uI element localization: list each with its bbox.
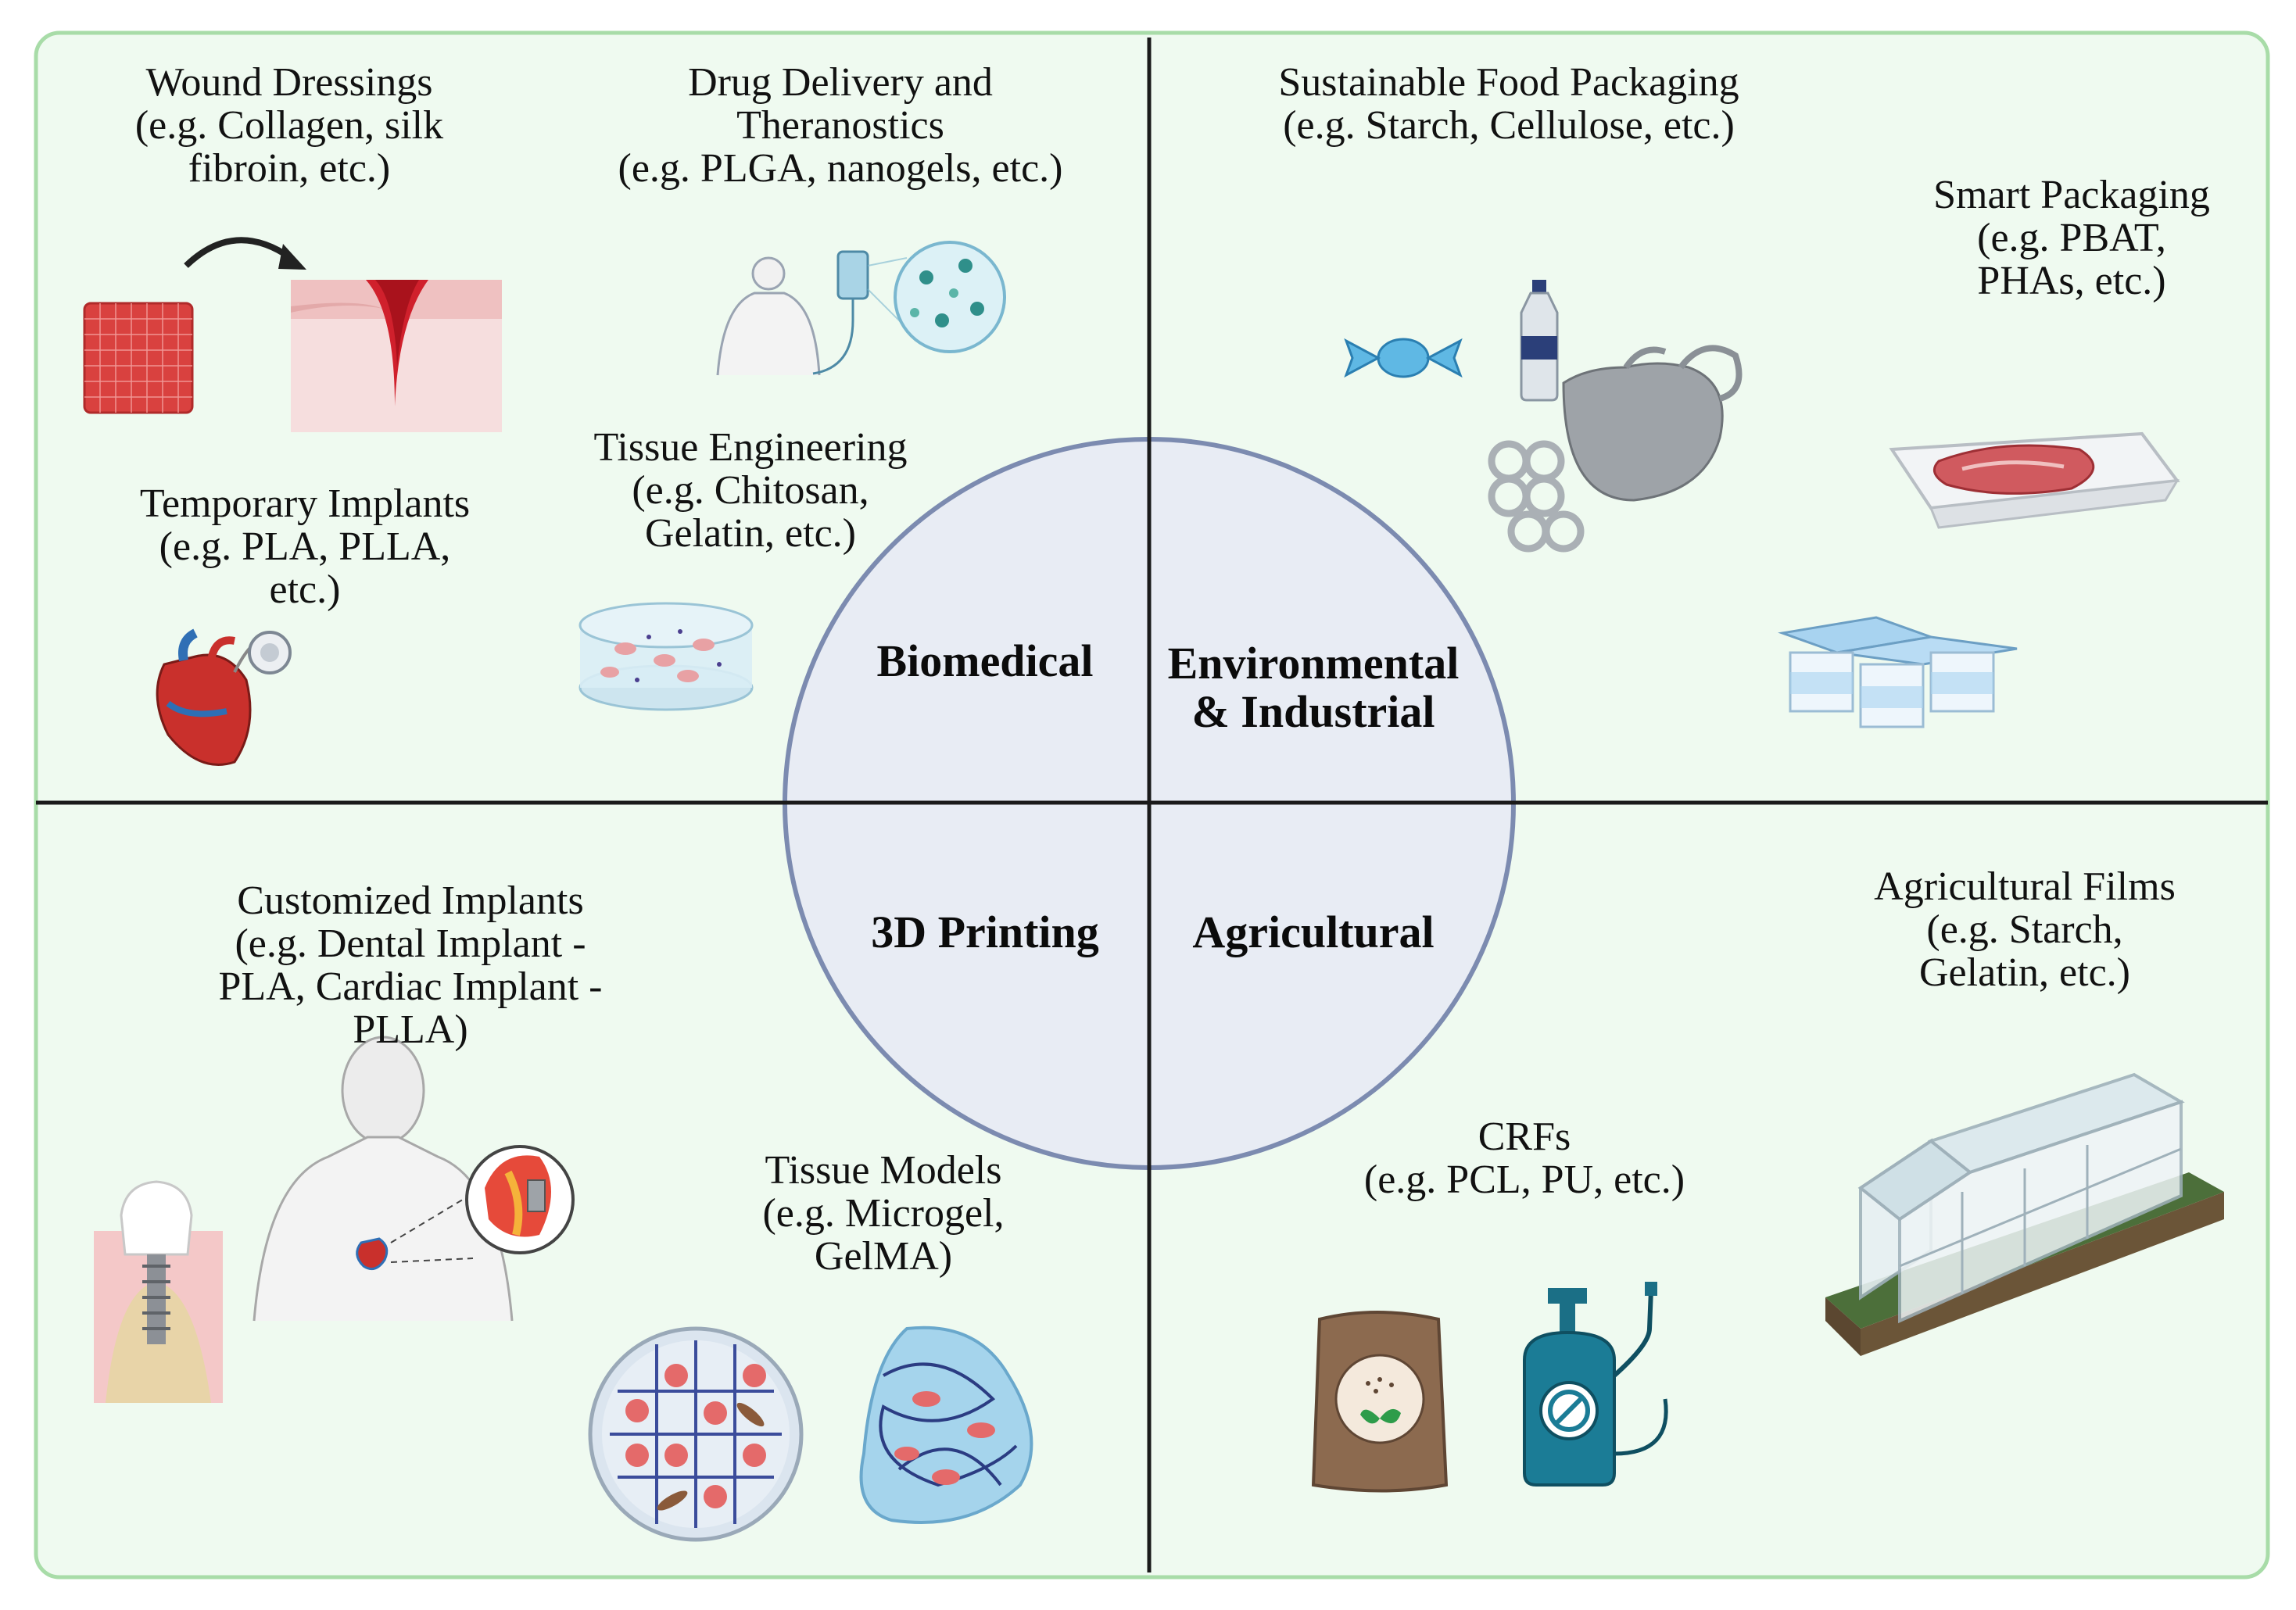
human-torso-cardiac-implant-icon bbox=[253, 1036, 575, 1322]
label-temporary-implants: Temporary Implants (e.g. PLA, PLLA, etc.… bbox=[78, 482, 532, 611]
label-tissue-engineering: Tissue Engineering (e.g. Chitosan, Gelat… bbox=[532, 426, 969, 555]
label-tissue-engineering-line1: Tissue Engineering bbox=[593, 425, 908, 470]
label-wound-dressings-line1: Wound Dressings bbox=[145, 60, 433, 105]
center-agricultural-text: Agricultural bbox=[1192, 907, 1435, 957]
label-crfs-line2: (e.g. PCL, PU, etc.) bbox=[1363, 1157, 1685, 1202]
label-customized-implants-line1: Customized Implants bbox=[237, 878, 584, 923]
label-smart-packaging-line2: (e.g. PBAT, bbox=[1977, 216, 2166, 260]
center-biomedical-text: Biomedical bbox=[876, 635, 1094, 686]
label-wound-dressings: Wound Dressings (e.g. Collagen, silk fib… bbox=[63, 61, 516, 190]
fertilizer-bag-icon bbox=[1311, 1311, 1449, 1493]
wound-dressing-patch-icon bbox=[83, 302, 194, 414]
label-food-packaging: Sustainable Food Packaging (e.g. Starch,… bbox=[1196, 61, 1821, 147]
label-customized-implants-line3: PLA, Cardiac Implant - bbox=[218, 964, 603, 1009]
label-customized-implants-line4: PLLA) bbox=[353, 1007, 468, 1052]
pacemaker-heart-icon bbox=[156, 628, 292, 766]
curved-arrow-icon bbox=[184, 237, 306, 270]
label-agricultural-films-line1: Agricultural Films bbox=[1874, 864, 2176, 909]
candy-wrapper-icon bbox=[1344, 338, 1463, 378]
label-wound-dressings-line2: (e.g. Collagen, silk bbox=[134, 103, 444, 148]
label-drug-delivery: Drug Delivery and Theranostics (e.g. PLG… bbox=[563, 61, 1118, 190]
center-label-biomedical: Biomedical bbox=[860, 637, 1110, 685]
center-label-environmental: Environmental & Industrial bbox=[1149, 639, 1478, 736]
label-drug-delivery-line3: (e.g. PLGA, nanogels, etc.) bbox=[618, 146, 1063, 191]
label-smart-packaging: Smart Packaging (e.g. PBAT, PHAs, etc.) bbox=[1868, 174, 2275, 302]
label-temporary-implants-line2: (e.g. PLA, PLLA, bbox=[159, 524, 451, 569]
patient-iv-drip-icon bbox=[716, 250, 908, 376]
dental-implant-icon bbox=[94, 1180, 223, 1403]
label-tissue-models: Tissue Models (e.g. Microgel, GelMA) bbox=[688, 1149, 1079, 1278]
center-label-agricultural: Agricultural bbox=[1169, 908, 1458, 957]
label-food-packaging-line2: (e.g. Starch, Cellulose, etc.) bbox=[1283, 103, 1735, 148]
label-customized-implants: Customized Implants (e.g. Dental Implant… bbox=[156, 879, 664, 1051]
label-tissue-engineering-line3: Gelatin, etc.) bbox=[645, 511, 856, 556]
label-drug-delivery-line1: Drug Delivery and bbox=[688, 60, 993, 105]
label-agricultural-films: Agricultural Films (e.g. Starch, Gelatin… bbox=[1821, 865, 2228, 994]
label-agricultural-films-line2: (e.g. Starch, bbox=[1926, 907, 2123, 952]
label-drug-delivery-line2: Theranostics bbox=[736, 103, 944, 148]
center-label-3d-printing: 3D Printing bbox=[844, 908, 1126, 957]
label-tissue-models-line2: (e.g. Microgel, bbox=[762, 1191, 1005, 1236]
plastic-bottle-icon bbox=[1520, 280, 1559, 402]
label-wound-dressings-line3: fibroin, etc.) bbox=[188, 146, 391, 191]
label-tissue-models-line1: Tissue Models bbox=[765, 1148, 1002, 1193]
label-customized-implants-line2: (e.g. Dental Implant - bbox=[235, 921, 586, 966]
label-smart-packaging-line3: PHAs, etc.) bbox=[1977, 259, 2166, 303]
label-crfs: CRFs (e.g. PCL, PU, etc.) bbox=[1290, 1115, 1759, 1201]
label-crfs-line1: CRFs bbox=[1478, 1114, 1571, 1159]
wound-skin-icon bbox=[291, 280, 502, 432]
label-agricultural-films-line3: Gelatin, etc.) bbox=[1919, 950, 2130, 995]
greenhouse-icon bbox=[1825, 1072, 2224, 1356]
label-temporary-implants-line1: Temporary Implants bbox=[139, 481, 471, 526]
pesticide-sprayer-icon bbox=[1523, 1282, 1668, 1487]
meat-tray-icon bbox=[1889, 431, 2180, 529]
center-environmental-line1: Environmental bbox=[1167, 638, 1460, 689]
six-pack-rings-icon bbox=[1488, 440, 1585, 553]
label-temporary-implants-line3: etc.) bbox=[269, 567, 341, 612]
tissue-scaffold-dish-icon bbox=[578, 602, 754, 711]
center-printing-text: 3D Printing bbox=[871, 907, 1099, 957]
label-food-packaging-line1: Sustainable Food Packaging bbox=[1278, 60, 1739, 105]
center-environmental-line2: & Industrial bbox=[1191, 686, 1435, 737]
label-tissue-engineering-line2: (e.g. Chitosan, bbox=[632, 468, 869, 513]
gelma-hydrogel-icon bbox=[859, 1326, 1033, 1524]
label-smart-packaging-line1: Smart Packaging bbox=[1933, 173, 2210, 217]
label-tissue-models-line3: GelMA) bbox=[814, 1234, 953, 1279]
microgel-petri-dish-icon bbox=[588, 1326, 804, 1542]
yogurt-cups-icon bbox=[1778, 616, 2018, 728]
plastic-bag-icon bbox=[1562, 345, 1743, 502]
nanoparticle-magnifier-icon bbox=[894, 241, 1006, 353]
